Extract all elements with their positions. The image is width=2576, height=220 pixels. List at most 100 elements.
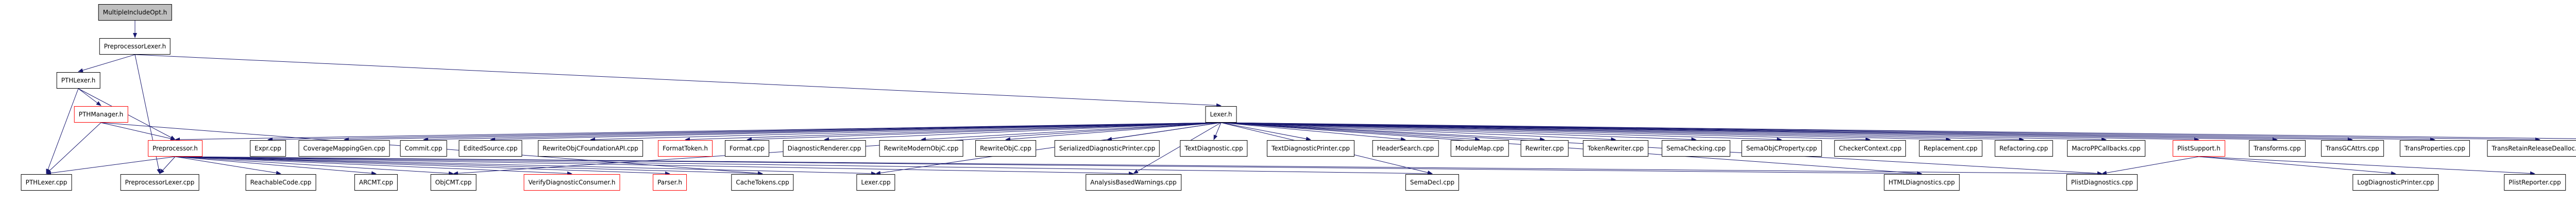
include-edge-plistsupport-to-plistreporter bbox=[2198, 156, 2535, 176]
graph-node-plistdiag[interactable]: PlistDiagnostics.cpp bbox=[2066, 174, 2138, 191]
include-edge-pp_h-to-parser bbox=[175, 156, 670, 176]
graph-node-semaobjcprop[interactable]: SemaObjCProperty.cpp bbox=[1741, 140, 1822, 157]
include-edge-pp_h-to-pplexer_cpp bbox=[159, 156, 176, 174]
graph-node-lexer_h[interactable]: Lexer.h bbox=[1205, 106, 1237, 123]
graph-node-lexer_cpp[interactable]: Lexer.cpp bbox=[856, 174, 895, 191]
graph-node-checkercontext[interactable]: CheckerContext.cpp bbox=[1834, 140, 1906, 157]
include-edge-pthm_h-to-pp_h bbox=[100, 122, 176, 141]
include-edge-lexer_h-to-formattoken bbox=[685, 122, 1222, 142]
graph-node-plistsupport[interactable]: PlistSupport.h bbox=[2173, 140, 2225, 157]
graph-node-htmldiag[interactable]: HTMLDiagnostics.cpp bbox=[1884, 174, 1960, 191]
graph-node-modulemap[interactable]: ModuleMap.cpp bbox=[1450, 140, 1509, 157]
include-edge-pp_h-to-plistdiag bbox=[175, 156, 2103, 176]
graph-node-logdiag[interactable]: LogDiagnosticPrinter.cpp bbox=[2352, 174, 2439, 191]
graph-node-editedsource[interactable]: EditedSource.cpp bbox=[459, 140, 522, 157]
include-edge-pp_h-to-reachable bbox=[175, 156, 281, 175]
include-edge-pthm_h-to-pthlexer_cpp bbox=[46, 122, 101, 174]
include-edge-pp_h-to-arcmt bbox=[175, 156, 377, 176]
graph-node-plistreporter[interactable]: PlistReporter.cpp bbox=[2504, 174, 2566, 191]
graph-node-ppl_h[interactable]: PreprocessorLexer.h bbox=[99, 38, 171, 55]
include-edge-pp_h-to-htmldiag bbox=[175, 156, 1922, 176]
include-edge-pth_h-to-pthm_h bbox=[78, 88, 101, 106]
graph-node-macroppcallbacks[interactable]: MacroPPCallbacks.cpp bbox=[2067, 140, 2145, 157]
include-edge-lexer_h-to-refactoring bbox=[1221, 122, 2024, 142]
include-edge-plistsupport-to-logdiag bbox=[2198, 156, 2396, 176]
graph-node-semadecl[interactable]: SemaDecl.cpp bbox=[1405, 174, 1460, 191]
include-edge-lexer_h-to-rewriteobjc bbox=[1005, 122, 1222, 142]
include-edge-pp_h-to-cachetokens bbox=[175, 156, 763, 176]
graph-node-expr[interactable]: Expr.cpp bbox=[250, 140, 286, 157]
include-edge-pth_h-to-pthlexer_cpp bbox=[46, 88, 79, 174]
graph-node-serializeddiag[interactable]: SerializedDiagnosticPrinter.cpp bbox=[1054, 140, 1160, 157]
graph-node-analysisbw[interactable]: AnalysisBasedWarnings.cpp bbox=[1086, 174, 1181, 191]
graph-node-pplexer_cpp[interactable]: PreprocessorLexer.cpp bbox=[120, 174, 199, 191]
graph-node-subject: MultipleIncludeOpt.h bbox=[98, 4, 172, 21]
include-edge-lexer_h-to-tokenrewriter bbox=[1221, 122, 1616, 142]
include-edge-lexer_h-to-editedsource bbox=[490, 122, 1222, 142]
graph-node-pthm_h[interactable]: PTHManager.h bbox=[74, 106, 128, 123]
graph-node-objcmt[interactable]: ObjCMT.cpp bbox=[430, 174, 477, 191]
graph-node-tokenrewriter[interactable]: TokenRewriter.cpp bbox=[1583, 140, 1649, 157]
graph-node-diagrenderer[interactable]: DiagnosticRenderer.cpp bbox=[783, 140, 866, 157]
include-edge-lexer_h-to-textdiag bbox=[1213, 122, 1222, 140]
include-edge-lexer_h-to-modulemap bbox=[1221, 122, 1480, 142]
include-edge-lexer_h-to-headersearch bbox=[1221, 122, 1406, 142]
graph-node-pth_h[interactable]: PTHLexer.h bbox=[56, 72, 100, 89]
graph-node-formattoken[interactable]: FormatToken.h bbox=[658, 140, 713, 157]
include-edge-lexer_h-to-plistsupport bbox=[1221, 122, 2199, 142]
graph-node-rewriter[interactable]: Rewriter.cpp bbox=[1520, 140, 1569, 157]
include-edge-lexer_h-to-diagrenderer bbox=[824, 122, 1222, 142]
graph-node-verify[interactable]: VerifyDiagnosticConsumer.h bbox=[523, 174, 620, 191]
graph-node-commit[interactable]: Commit.cpp bbox=[400, 140, 447, 157]
include-edge-lexer_h-to-rewriter bbox=[1221, 122, 1545, 142]
graph-node-transretain[interactable]: TransRetainReleaseDealloc.cpp bbox=[2487, 140, 2576, 157]
include-edge-lexer_h-to-semachecking bbox=[1221, 122, 1697, 142]
include-edge-lexer_h-to-semaobjcprop bbox=[1221, 122, 1782, 142]
include-edge-lexer_h-to-rewritemodernobjc bbox=[921, 122, 1222, 142]
include-edge-lexer_h-to-covmap bbox=[344, 122, 1222, 142]
include-edge-lexer_h-to-serializeddiag bbox=[1107, 122, 1222, 141]
graph-node-rewritemodernobjc[interactable]: RewriteModernObjC.cpp bbox=[879, 140, 963, 157]
graph-node-covmap[interactable]: CoverageMappingGen.cpp bbox=[298, 140, 390, 157]
include-edge-lexer_h-to-transretain bbox=[1221, 122, 2540, 142]
include-edge-ppl_h-to-pth_h bbox=[78, 54, 135, 73]
include-edge-lexer_h-to-checkercontext bbox=[1221, 122, 1871, 142]
graph-node-textdiagprinter[interactable]: TextDiagnosticPrinter.cpp bbox=[1266, 140, 1355, 157]
include-edge-lexer_h-to-format bbox=[747, 122, 1222, 142]
graph-node-pthlexer_cpp[interactable]: PTHLexer.cpp bbox=[21, 174, 72, 191]
include-edge-pp_h-to-lexer_cpp bbox=[175, 156, 876, 176]
include-edge-lexer_h-to-expr bbox=[267, 122, 1222, 142]
graph-node-cachetokens[interactable]: CacheTokens.cpp bbox=[731, 174, 794, 191]
graph-node-transgcattrs[interactable]: TransGCAttrs.cpp bbox=[2321, 140, 2384, 157]
graph-node-parser[interactable]: Parser.h bbox=[653, 174, 687, 191]
graph-node-transforms[interactable]: Transforms.cpp bbox=[2249, 140, 2306, 157]
graph-node-headersearch[interactable]: HeaderSearch.cpp bbox=[1372, 140, 1439, 157]
include-edge-lexer_h-to-macroppcallbacks bbox=[1221, 122, 2107, 142]
graph-node-rewriteobjc[interactable]: RewriteObjC.cpp bbox=[975, 140, 1036, 157]
include-edge-plistsupport-to-plistdiag bbox=[2102, 156, 2199, 175]
include-edge-lexer_h-to-textdiagprinter bbox=[1221, 122, 1311, 141]
include-edge-pp_h-to-objcmt bbox=[175, 156, 454, 176]
graph-node-format[interactable]: Format.cpp bbox=[725, 140, 769, 157]
include-edge-lexer_h-to-transproperties bbox=[1221, 122, 2435, 142]
include-edge-lexer_h-to-replacement bbox=[1221, 122, 1951, 142]
include-edge-ppl_h-to-lexer_h bbox=[134, 54, 1222, 108]
graph-node-refactoring[interactable]: Refactoring.cpp bbox=[1994, 140, 2053, 157]
graph-node-pp_h[interactable]: Preprocessor.h bbox=[148, 140, 202, 157]
graph-node-transproperties[interactable]: TransProperties.cpp bbox=[2399, 140, 2470, 157]
include-edge-pp_h-to-analysisbw bbox=[175, 156, 1134, 176]
include-edge-lexer_h-to-transforms bbox=[1221, 122, 2278, 142]
include-edge-pp_h-to-pthlexer_cpp bbox=[46, 156, 176, 175]
graph-node-semachecking[interactable]: SemaChecking.cpp bbox=[1662, 140, 1731, 157]
graph-node-rewriteobjcfound[interactable]: RewriteObjCFoundationAPI.cpp bbox=[538, 140, 643, 157]
include-edge-lexer_h-to-pp_h bbox=[175, 122, 1222, 142]
include-edge-lexer_h-to-rewriteobjcfound bbox=[590, 122, 1222, 142]
graph-node-replacement[interactable]: Replacement.cpp bbox=[1919, 140, 1982, 157]
include-edge-lexer_h-to-transunbridged bbox=[1221, 122, 2576, 139]
include-edge-pp_h-to-semadecl bbox=[175, 156, 1433, 176]
graph-node-reachable[interactable]: ReachableCode.cpp bbox=[245, 174, 316, 191]
graph-node-textdiag[interactable]: TextDiagnostic.cpp bbox=[1180, 140, 1248, 157]
include-edge-lexer_h-to-transgcattrs bbox=[1221, 122, 2353, 142]
graph-node-arcmt[interactable]: ARCMT.cpp bbox=[354, 174, 398, 191]
